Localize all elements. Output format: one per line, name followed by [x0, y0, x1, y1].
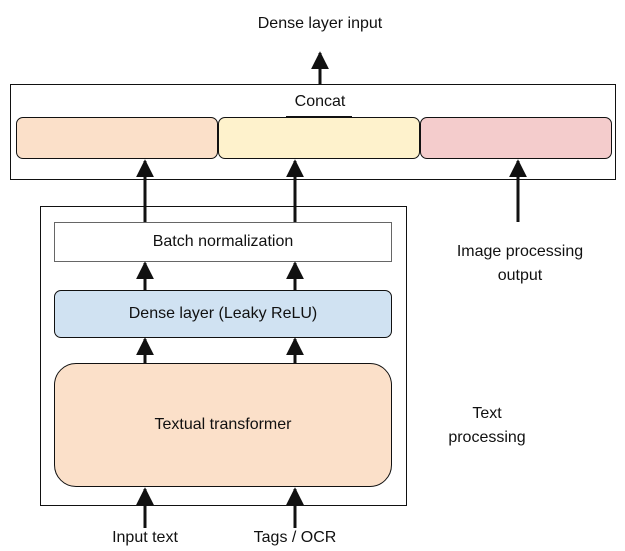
concat-segment-image [420, 117, 612, 159]
concat-label-underline [286, 116, 352, 117]
dense-layer-label: Dense layer (Leaky ReLU) [128, 305, 318, 322]
text-processing-container [40, 206, 407, 506]
dense-layer-box: Dense layer (Leaky ReLU) [54, 290, 392, 338]
concat-container [10, 84, 616, 180]
concat-segment-text-1 [16, 117, 218, 159]
batch-normalization-box: Batch normalization [54, 222, 392, 262]
dense-layer-input-label: Dense layer input [257, 15, 383, 32]
textual-transformer-label: Textual transformer [154, 416, 292, 433]
image-processing-output-label: Image processing output [456, 243, 584, 284]
textual-transformer-box: Textual transformer [54, 363, 392, 487]
batch-normalization-label: Batch normalization [152, 233, 294, 250]
concat-segment-text-2 [218, 117, 420, 159]
text-processing-label: Text processing [448, 405, 526, 446]
tags-ocr-label: Tags / OCR [253, 529, 337, 546]
concat-label: Concat [294, 93, 346, 110]
input-text-label: Input text [112, 529, 178, 546]
